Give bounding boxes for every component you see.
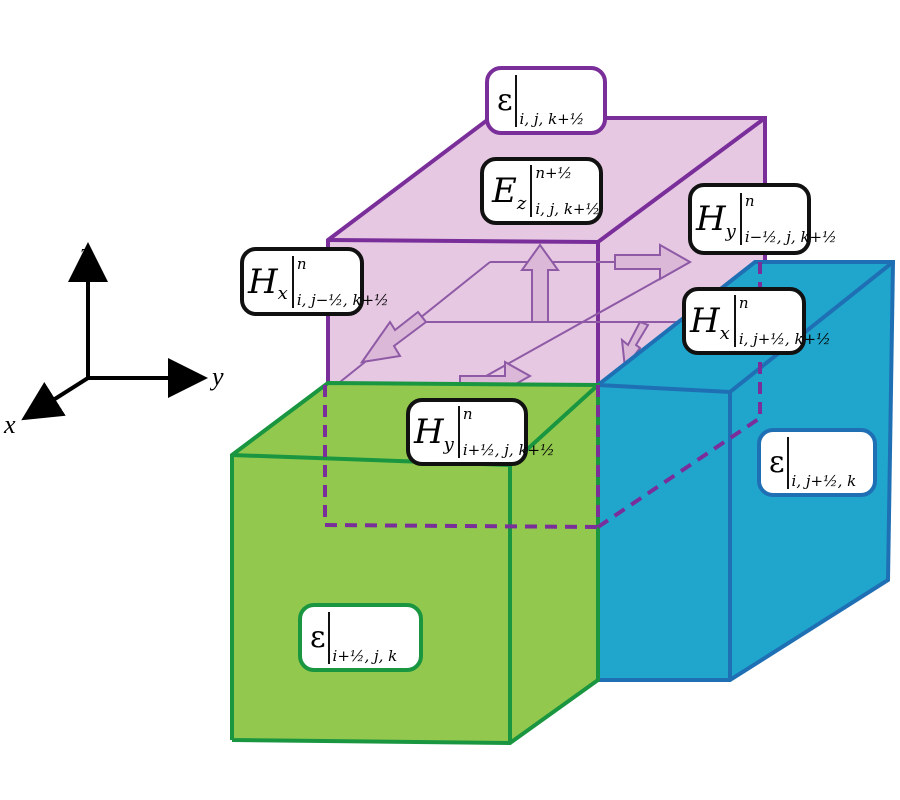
- index: i, j, k+½: [519, 109, 585, 128]
- symbol: H: [248, 261, 278, 302]
- index: i, j+½, k+½: [738, 330, 831, 348]
- index: i, j+½, k: [791, 471, 857, 490]
- x-axis: [21, 376, 90, 421]
- symbol: H: [690, 301, 720, 341]
- blue-cell: [596, 260, 896, 682]
- component: y: [443, 433, 454, 455]
- index: i+½, j, k: [332, 646, 398, 665]
- index: i+½, j, k+½: [462, 441, 555, 459]
- time-index: n+½: [535, 164, 573, 182]
- label-eps-green: ε i+½, j, k: [298, 603, 423, 672]
- z-axis-label: z: [80, 238, 91, 267]
- time-index: n: [296, 254, 307, 273]
- symbol: H: [414, 412, 444, 452]
- symbol: ε: [497, 83, 513, 118]
- index: i, j−½, k+½: [296, 290, 389, 309]
- field-arrows: [359, 243, 693, 391]
- component: x: [277, 283, 288, 304]
- symbol: H: [696, 199, 726, 239]
- component: x: [719, 322, 730, 344]
- label-eps-blue: ε i, j+½, k: [757, 428, 877, 497]
- y-axis-label: y: [212, 362, 224, 391]
- time-index: n: [744, 192, 755, 210]
- component: z: [516, 192, 527, 214]
- label-eps-top: ε i, j, k+½: [485, 66, 607, 135]
- time-index: n: [462, 405, 473, 423]
- index: i−½, j, k+½: [744, 228, 837, 246]
- x-axis-label: x: [4, 410, 16, 439]
- component: y: [725, 220, 736, 242]
- index: i, j, k+½: [535, 200, 601, 218]
- coordinate-axes: [21, 242, 208, 421]
- symbol: ε: [769, 445, 785, 480]
- symbol: ε: [310, 620, 326, 655]
- symbol: E: [492, 171, 517, 211]
- purple-cell: [326, 116, 767, 391]
- time-index: n: [738, 294, 749, 312]
